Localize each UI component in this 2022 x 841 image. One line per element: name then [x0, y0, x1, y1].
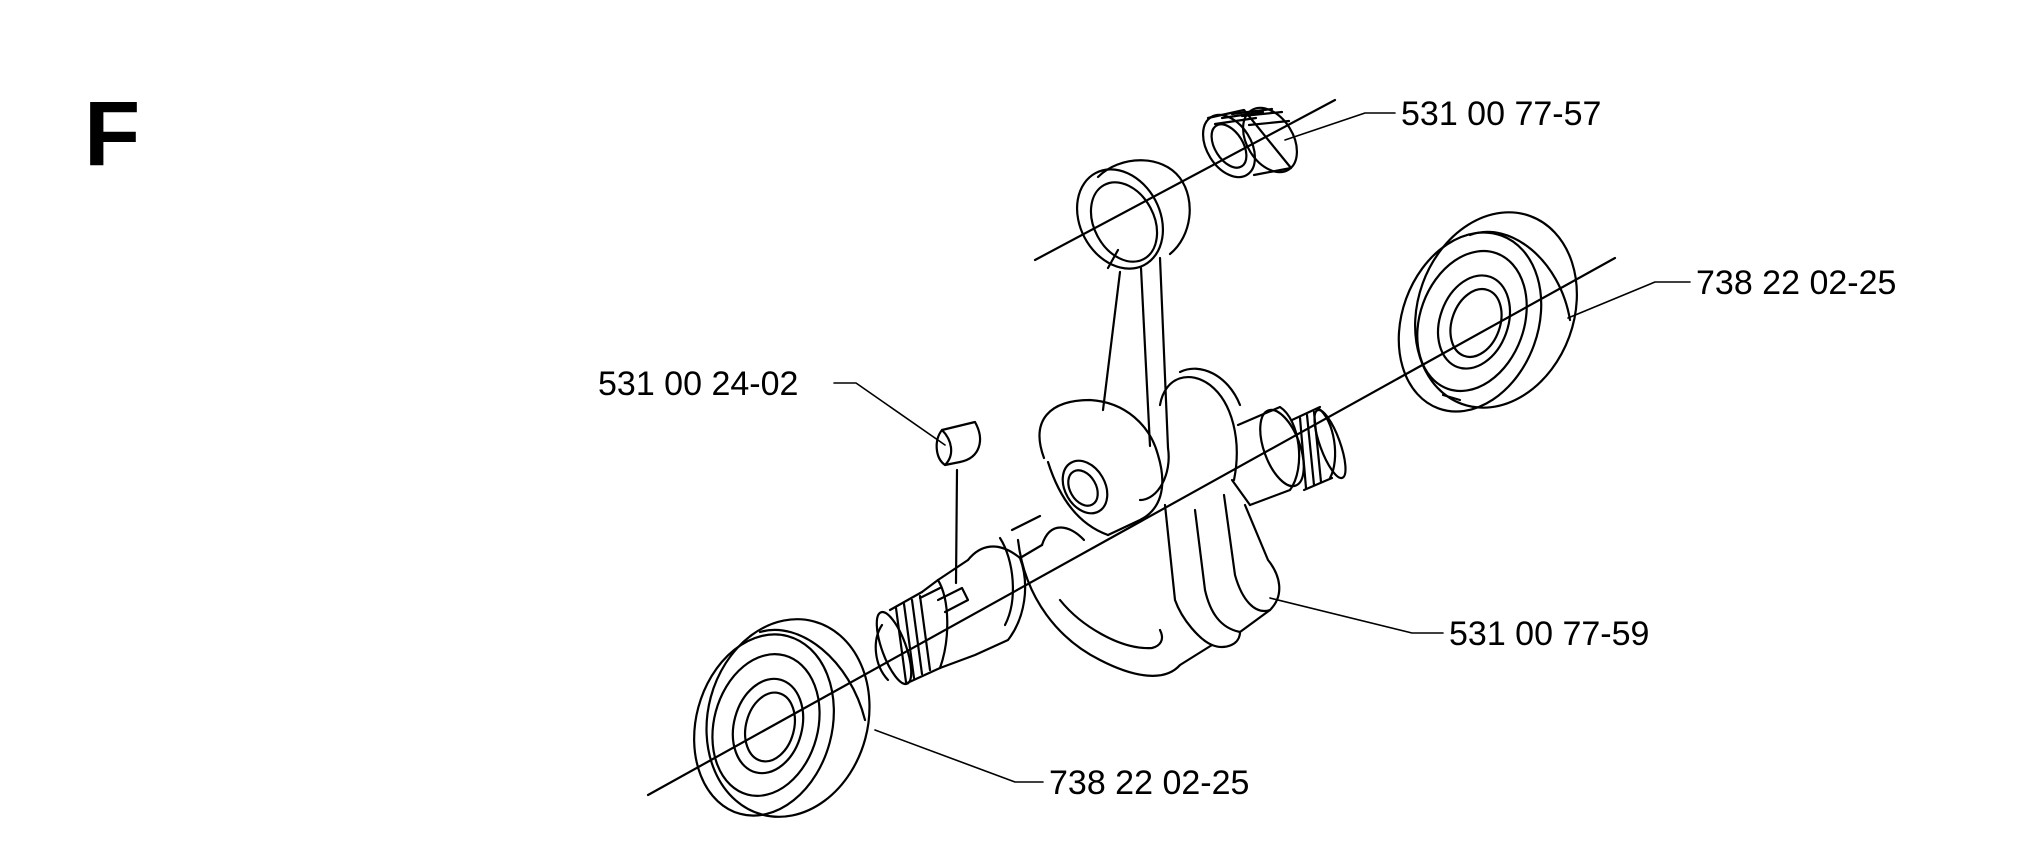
leader-bearing-upper — [1567, 281, 1691, 319]
connecting-rod — [1075, 159, 1191, 502]
callout-part-number: 738 22 02-25 — [1049, 764, 1250, 802]
leader-crankshaft — [1269, 597, 1444, 634]
ball-bearing-lower — [693, 618, 871, 818]
needle-bearing — [1201, 106, 1299, 179]
callout-part-number: 531 00 77-59 — [1449, 615, 1650, 653]
leader-bearing-lower — [874, 729, 1044, 783]
callout-part-number: 531 00 24-02 — [598, 365, 799, 403]
leader-needle-bearing — [1284, 112, 1396, 141]
crankshaft — [874, 367, 1347, 686]
leader-woodruff-key — [833, 382, 946, 446]
woodruff-key — [935, 420, 982, 585]
axis-line-lower — [646, 256, 1617, 797]
section-letter: F — [84, 83, 141, 185]
leader-lines — [833, 112, 1691, 783]
ball-bearing-upper — [1397, 211, 1578, 413]
callout-part-number: 738 22 02-25 — [1696, 264, 1897, 302]
callout-part-number: 531 00 77-57 — [1401, 95, 1602, 133]
axis-line-upper — [1033, 98, 1337, 262]
